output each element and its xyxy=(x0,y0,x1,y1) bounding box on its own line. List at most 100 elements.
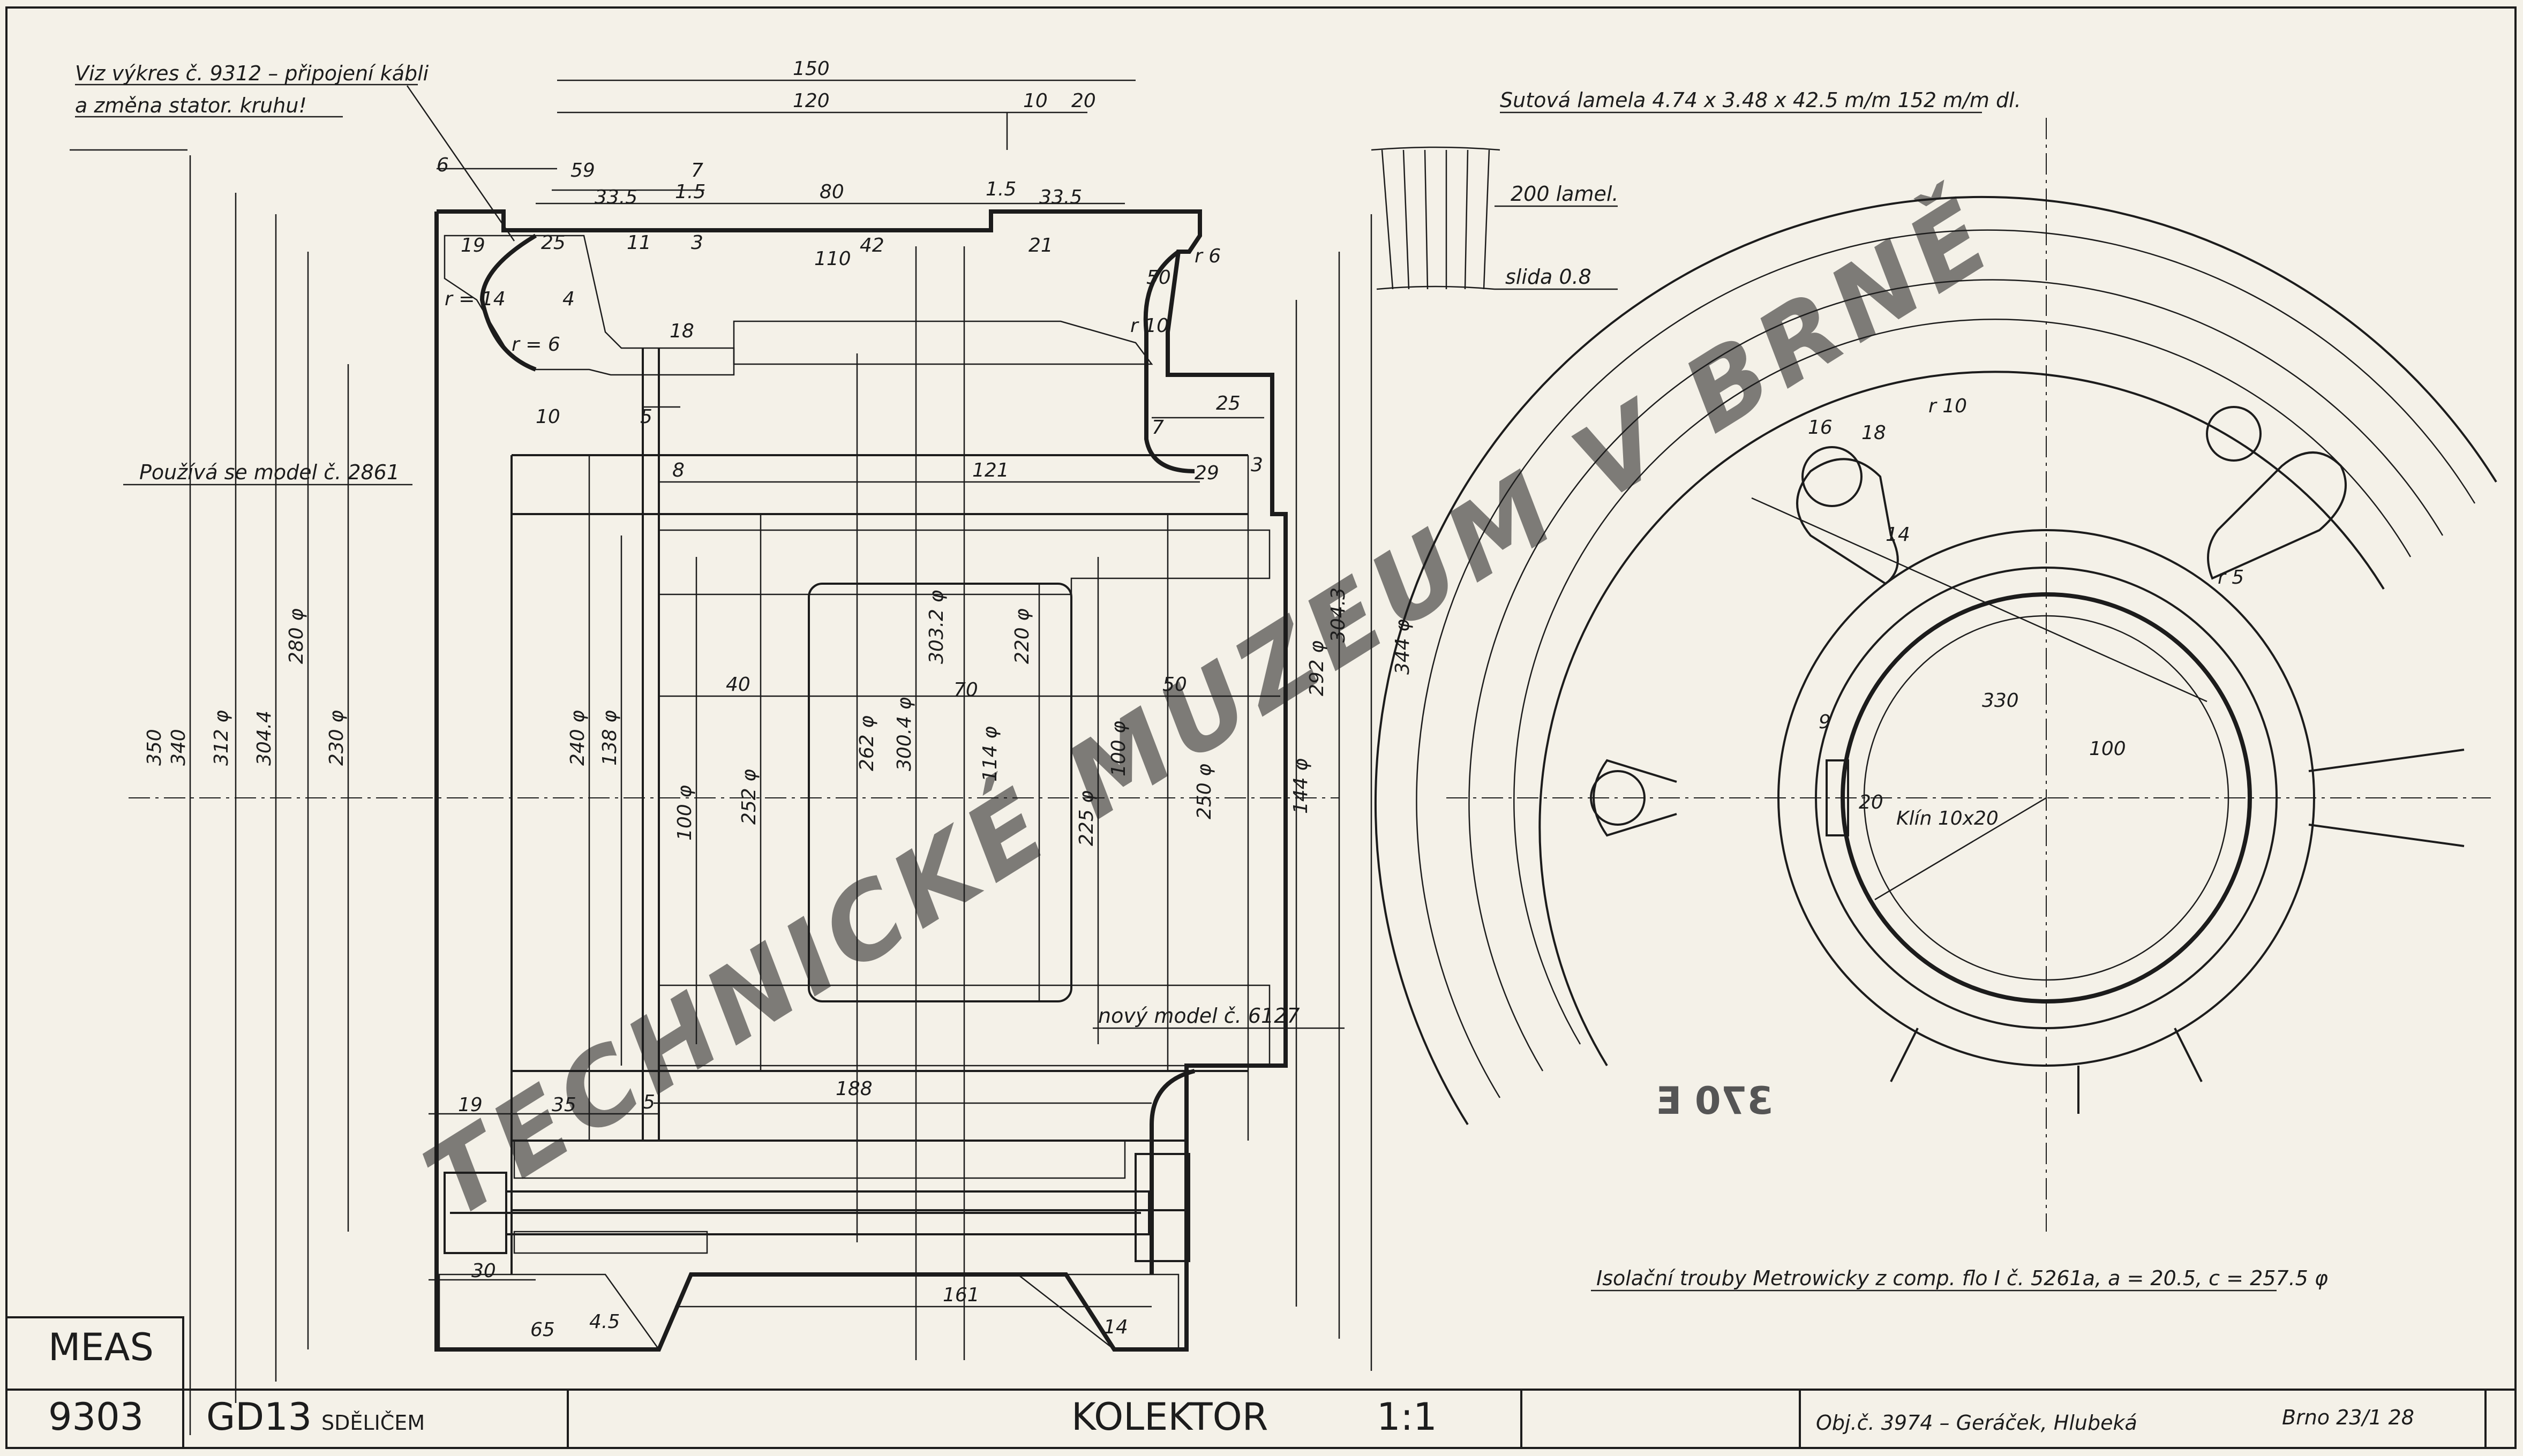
cable-note-line1: Viz výkres č. 9312 – připojení kábli xyxy=(75,62,429,85)
horizontal-dimension-lines xyxy=(70,79,1280,1308)
museum-watermark: TECHNICKÉ MUZEUM V BRNĚ xyxy=(405,174,2015,1241)
dim-50-mid: 50 xyxy=(1162,674,1187,696)
dim-29: 29 xyxy=(1195,462,1219,484)
end-dim-100: 100 xyxy=(2089,738,2126,760)
end-dim-330: 330 xyxy=(1982,690,2019,712)
dim-19: 19 xyxy=(461,235,485,257)
outer-arc-5 xyxy=(1538,371,2385,1067)
dim-5-a: 5 xyxy=(640,406,652,428)
dim-8: 8 xyxy=(672,459,685,481)
title-block: MEAS 9303 GD13 SDĚLIČEM KOLEKTOR 1:1 Obj… xyxy=(5,1316,2516,1449)
dim-252: 252 φ xyxy=(738,769,760,825)
dim-4-5: 4.5 xyxy=(589,1311,620,1333)
outer-arc-4 xyxy=(1513,319,2412,1045)
dim-100-left: 100 φ xyxy=(674,785,696,841)
archive-code: MEAS xyxy=(48,1325,154,1369)
dim-19-bottom: 19 xyxy=(458,1094,483,1116)
sheet-border xyxy=(5,6,2517,1449)
dim-1-5-left: 1.5 xyxy=(675,181,705,203)
outer-arc-1 xyxy=(1374,195,2497,1126)
outer-arc-3 xyxy=(1468,279,2444,1072)
bolt-nut xyxy=(1135,1153,1190,1262)
dim-330-line xyxy=(1751,497,2207,703)
dim-188: 188 xyxy=(836,1078,873,1100)
hatched-bolt-sleeve xyxy=(513,1140,1126,1179)
dim-138: 138 φ xyxy=(599,710,621,766)
hub-core xyxy=(808,583,1072,1002)
dim-292: 292 φ xyxy=(1306,640,1328,696)
radius-6-right: r 6 xyxy=(1195,245,1221,267)
drawing-number: 9303 xyxy=(48,1395,144,1439)
dim-35: 35 xyxy=(552,1094,576,1116)
dim-312: 312 φ xyxy=(211,710,232,766)
end-dim-16: 16 xyxy=(1808,417,1833,439)
lamella-notes: Sutová lamela 4.74 x 3.48 x 42.5 m/m 152… xyxy=(1371,88,2021,290)
section-view: 150 120 10 20 6 59 7 80 33.5 33.5 1.5 1.… xyxy=(70,58,1414,1435)
end-dim-18: 18 xyxy=(1861,422,1886,444)
dim-42: 42 xyxy=(860,235,884,257)
lamella-note: Sutová lamela 4.74 x 3.48 x 42.5 m/m 152… xyxy=(1500,88,2021,112)
dim-20: 20 xyxy=(1071,90,1096,112)
wedge-note: Klín 10x20 xyxy=(1896,808,1999,829)
dim-11: 11 xyxy=(627,232,651,254)
dim-80: 80 xyxy=(820,181,844,203)
part-name: KOLEKTOR xyxy=(1071,1395,1268,1439)
dim-262: 262 φ xyxy=(856,715,878,771)
mica-note: slida 0.8 xyxy=(1505,265,1591,289)
radius-10: r 10 xyxy=(1130,315,1169,337)
key-slot xyxy=(1826,759,1849,836)
dim-6: 6 xyxy=(437,154,449,176)
dim-100-right: 100 φ xyxy=(1108,721,1130,776)
hatched-bottom-ring xyxy=(1016,1273,1180,1351)
drawing-date: Brno 23/1 28 xyxy=(2282,1406,2414,1429)
dim-250: 250 φ xyxy=(1193,764,1215,819)
dim-304-3: 304.3 xyxy=(1327,587,1349,643)
end-dim-9: 9 xyxy=(1819,711,1831,733)
bolt-shank xyxy=(505,1190,1150,1235)
dim-30: 30 xyxy=(471,1260,496,1282)
right-lower-cone xyxy=(1150,1069,1195,1274)
dim-25: 25 xyxy=(541,232,566,254)
end-radius-5: r 5 xyxy=(2218,567,2244,589)
cable-note-line2: a změna stator. kruhu! xyxy=(75,94,307,117)
dim-350: 350 xyxy=(144,729,166,766)
right-cone-edge xyxy=(1143,250,1195,473)
dim-161: 161 xyxy=(943,1284,980,1306)
dim-144: 144 φ xyxy=(1290,758,1312,814)
dim-304-4: 304.4 xyxy=(253,711,275,766)
dim-33-5-left: 33.5 xyxy=(595,186,637,208)
dim-4: 4 xyxy=(562,288,575,310)
hatched-segment-ring xyxy=(444,235,735,376)
end-view: 16 18 r 10 14 r 5 330 100 9 20 Klín 10x2… xyxy=(1374,118,2497,1292)
hatched-bottom-clamp xyxy=(438,1273,660,1351)
dim-10: 10 xyxy=(1023,90,1048,112)
dim-110: 110 xyxy=(814,248,851,270)
order-info: Obj.č. 3974 – Geráček, Hlubeká xyxy=(1816,1411,2137,1435)
model-note: Používá se model č. 2861 xyxy=(139,461,400,484)
dim-59: 59 xyxy=(570,160,595,182)
dim-300-4: 300.4 φ xyxy=(893,697,915,771)
hatched-lower-sleeve xyxy=(513,1231,708,1254)
end-dim-14: 14 xyxy=(1886,524,1910,546)
dim-7-right: 7 xyxy=(1152,417,1164,439)
machine-suffix: SDĚLIČEM xyxy=(321,1411,425,1435)
dim-1-5-right: 1.5 xyxy=(986,178,1016,200)
dim-25-right: 25 xyxy=(1216,393,1241,414)
end-radius-10: r 10 xyxy=(1928,395,1967,417)
dim-225: 225 φ xyxy=(1076,790,1098,846)
lamella-fan-sketch xyxy=(1371,146,1500,290)
dim-230: 230 φ xyxy=(326,710,348,766)
dim-7: 7 xyxy=(691,160,703,182)
dim-3-right: 3 xyxy=(1251,454,1263,476)
dim-121: 121 xyxy=(972,459,1009,481)
dim-100-line xyxy=(1874,797,2047,901)
insulation-note: Isolační trouby Metrowicky z comp. flo I… xyxy=(1596,1266,2328,1290)
lamel-count: 200 lamel. xyxy=(1511,182,1619,206)
spider-arms xyxy=(1590,406,2465,1114)
dim-5-bottom: 5 xyxy=(643,1091,655,1113)
dim-21: 21 xyxy=(1028,235,1053,257)
dim-14-bottom: 14 xyxy=(1103,1316,1128,1338)
dim-70: 70 xyxy=(953,679,978,701)
dim-50-top: 50 xyxy=(1146,267,1171,289)
